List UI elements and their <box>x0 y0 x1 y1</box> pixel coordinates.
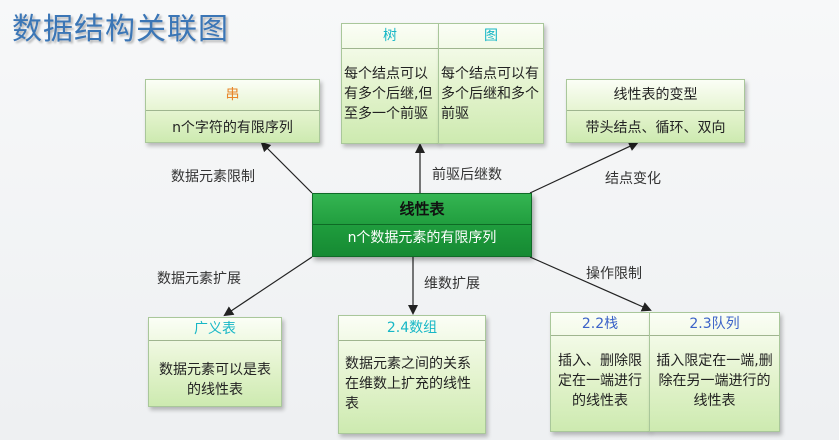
edge-line-stack-queue <box>529 256 652 312</box>
node-linear-list: 线性表 n个数据元素的有限序列 <box>312 193 532 257</box>
node-array-title: 2.4数组 <box>339 316 485 341</box>
node-graph-desc: 每个结点可以有多个后继和多个前驱 <box>441 66 539 122</box>
node-array: 2.4数组 数据元素之间的关系在维数上扩充的线性表 <box>338 315 486 434</box>
node-string-desc: n个字符的有限序列 <box>172 120 293 136</box>
node-tree: 树 每个结点可以有多个后继,但至多一个前驱 <box>341 23 439 144</box>
node-variant: 线性表的变型 带头结点、循环、双向 <box>566 79 745 143</box>
edge-label-pred-succ: 前驱后继数 <box>432 167 502 183</box>
node-stack-desc: 插入、删除限定在一端进行的线性表 <box>558 353 642 409</box>
node-variant-desc: 带头结点、循环、双向 <box>585 120 726 136</box>
node-string-title: 串 <box>146 80 319 111</box>
node-queue-desc: 插入限定在一端,删除在另一端进行的线性表 <box>656 353 773 409</box>
node-linear-list-title: 线性表 <box>313 194 531 225</box>
edge-line-string <box>260 141 313 194</box>
node-glist: 广义表 数据元素可以是表的线性表 <box>148 317 282 407</box>
node-stack-title: 2.2栈 <box>551 313 649 336</box>
node-queue: 2.3队列 插入限定在一端,删除在另一端进行的线性表 <box>649 312 780 432</box>
node-string: 串 n个字符的有限序列 <box>145 79 320 143</box>
node-variant-title: 线性表的变型 <box>567 80 744 111</box>
node-array-desc: 数据元素之间的关系在维数上扩充的线性表 <box>345 356 471 412</box>
node-glist-title: 广义表 <box>149 318 281 341</box>
node-linear-list-desc: n个数据元素的有限序列 <box>347 230 497 246</box>
edge-line-glist <box>223 256 313 317</box>
node-queue-title: 2.3队列 <box>650 313 779 336</box>
edge-line-variant <box>529 141 639 194</box>
edge-label-op-restrict: 操作限制 <box>586 266 642 282</box>
node-stack: 2.2栈 插入、删除限定在一端进行的线性表 <box>550 312 650 432</box>
node-glist-desc: 数据元素可以是表的线性表 <box>159 362 271 398</box>
edge-label-node-change: 结点变化 <box>605 171 661 187</box>
edge-label-extend-dims: 维数扩展 <box>424 276 480 292</box>
edge-label-restrict-elements: 数据元素限制 <box>171 169 255 185</box>
node-graph: 图 每个结点可以有多个后继和多个前驱 <box>438 23 544 144</box>
node-tree-desc: 每个结点可以有多个后继,但至多一个前驱 <box>344 66 433 122</box>
node-graph-title: 图 <box>439 24 543 49</box>
node-tree-title: 树 <box>342 24 438 49</box>
edge-label-extend-elements: 数据元素扩展 <box>157 271 241 287</box>
page-title: 数据结构关联图 <box>12 12 229 47</box>
